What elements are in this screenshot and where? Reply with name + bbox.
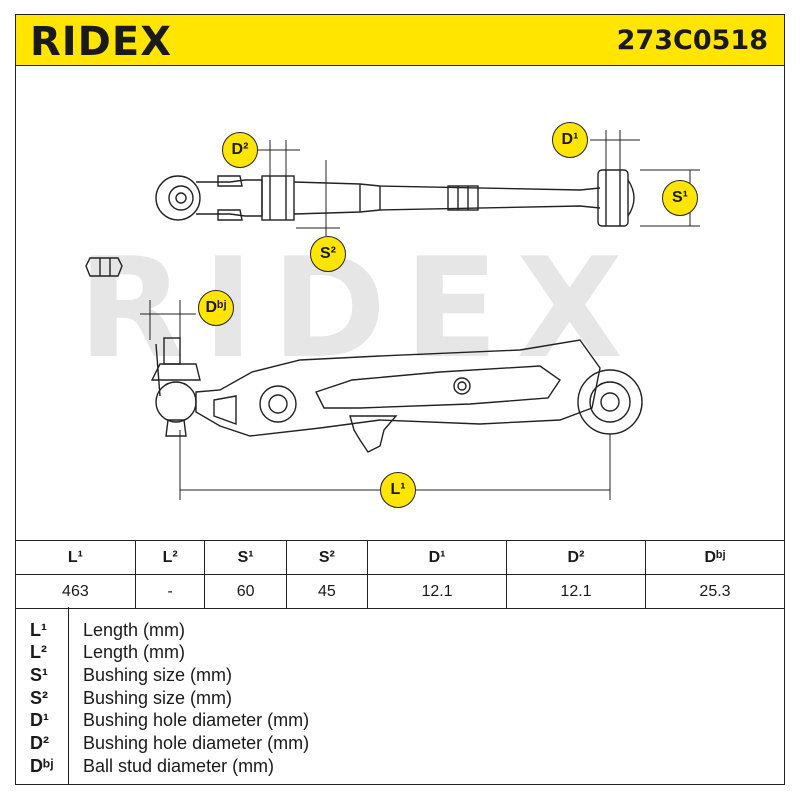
badge-s2: S²	[310, 236, 346, 272]
spec-header-cell: L¹	[15, 540, 136, 575]
spec-value-cell: 12.1	[506, 574, 646, 609]
badge-d2: D²	[222, 132, 258, 168]
side-view-arm	[150, 337, 643, 453]
spec-header-cell: D²	[506, 540, 646, 575]
badge-s2-label: S²	[320, 245, 336, 262]
spec-value-row: 463 - 60 45 12.1 12.1 25.3	[15, 574, 786, 609]
badge-dbj-label: Dᵇʲ	[205, 299, 227, 316]
technical-drawing	[85, 130, 700, 500]
top-view-arm	[155, 169, 635, 227]
side-view-dimensions	[140, 300, 611, 500]
legend-desc: Bushing hole diameter (mm)	[83, 733, 310, 753]
spec-header-cell: L²	[134, 540, 206, 575]
spec-value-cell: 45	[285, 574, 369, 609]
legend-divider	[68, 607, 69, 784]
drawing-area	[15, 66, 785, 540]
spec-value-cell: 463	[15, 574, 136, 609]
badge-d2-label: D²	[231, 141, 249, 158]
spec-value-cell: 12.1	[367, 574, 507, 609]
badge-l1: L¹	[380, 472, 416, 508]
legend-desc: Ball stud diameter (mm)	[83, 756, 275, 776]
legend-box: L¹ Length (mm) L² Length (mm) S¹ Bushing…	[15, 607, 785, 785]
brand-logo: RIDEX	[30, 19, 173, 65]
part-number: 273C0518	[616, 25, 768, 56]
watermark-logo: RIDEX	[78, 228, 641, 389]
spec-header-cell: Dᵇʲ	[644, 540, 786, 575]
legend-desc: Length (mm)	[83, 620, 186, 640]
spec-table: L¹ L² S¹ S² D¹ D² Dᵇʲ 463 - 60 45 12.1 1…	[15, 540, 786, 609]
legend-code: S²	[30, 688, 48, 708]
spec-header-cell: S¹	[204, 540, 287, 575]
legend-code: L²	[30, 642, 47, 662]
badge-l1-label: L¹	[390, 481, 406, 498]
badge-dbj: Dᵇʲ	[198, 290, 234, 326]
spec-value-cell: 25.3	[644, 574, 786, 609]
badge-s1: S¹	[662, 180, 698, 216]
header-bar: RIDEX 273C0518	[15, 14, 785, 66]
top-view-dimensions	[250, 130, 700, 236]
spec-header-row: L¹ L² S¹ S² D¹ D² Dᵇʲ	[15, 540, 786, 575]
legend-code: L¹	[30, 620, 47, 640]
legend-desc: Length (mm)	[83, 642, 186, 662]
legend-code: D²	[30, 733, 49, 753]
legend-code: Dᵇʲ	[30, 756, 54, 776]
legend-desc: Bushing size (mm)	[83, 688, 233, 708]
spec-header-cell: D¹	[367, 540, 507, 575]
spec-value-cell: 60	[204, 574, 287, 609]
badge-d1-label: D¹	[561, 131, 579, 148]
legend-desc: Bushing hole diameter (mm)	[83, 710, 310, 730]
nut-icon	[85, 257, 123, 277]
spec-header-cell: S²	[285, 540, 369, 575]
legend-code: S¹	[30, 665, 48, 685]
badge-s1-label: S¹	[672, 189, 688, 206]
legend-desc: Bushing size (mm)	[83, 665, 233, 685]
spec-value-cell: -	[134, 574, 206, 609]
legend-code: D¹	[30, 710, 49, 730]
badge-d1: D¹	[552, 122, 588, 158]
